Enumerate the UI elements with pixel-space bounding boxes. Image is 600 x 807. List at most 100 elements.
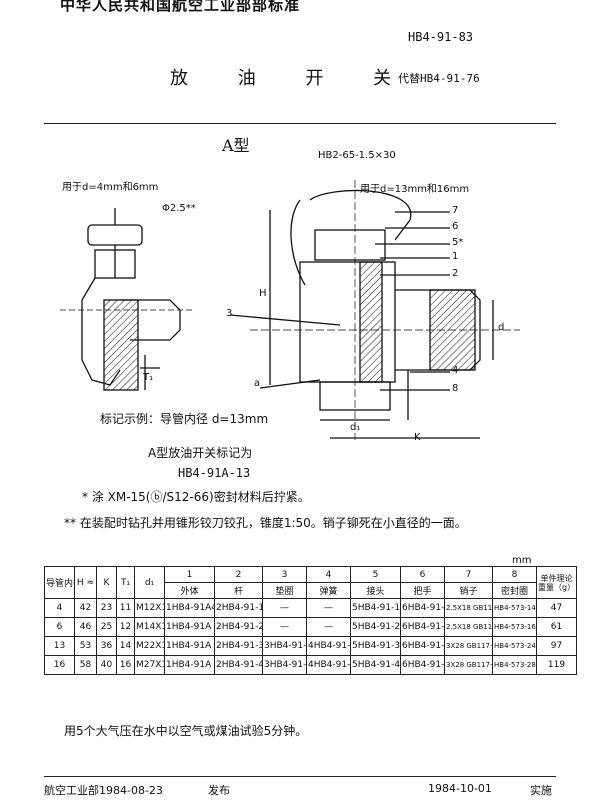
callout-2: 2 [452,268,459,279]
table-cell: — [262,598,307,618]
part-name: 垫圈 [262,582,307,599]
phi-dimension: Φ2.5** [162,203,196,214]
table-cell: 4 [44,598,75,618]
footer-issuer: 航空工业部1984-08-23 [44,784,163,797]
table-cell: 42 [74,598,97,618]
part-name: 杆 [214,582,263,599]
table-cell: 2HB4-91-3 [214,636,263,656]
mark-code: HB4-91A-13 [178,466,251,480]
table-cell: 2HB4-91-1 [214,598,263,618]
table-cell: 5HB4-91-4 [350,655,401,675]
dim-a: a [254,378,261,389]
table-cell: 5HB4-91-2 [350,617,401,637]
table-cell: 36 [96,636,117,656]
table-cell: 3X28 GB117-66 [444,636,493,656]
table-cell: HB4-573-28 [492,655,537,675]
type-label: A型 [222,136,250,155]
table-cell: 5HB4-91-1 [350,598,401,618]
table-cell: HB4-573-14 [492,598,537,618]
table-cell: 58 [74,655,97,675]
part-num: 5 [350,566,401,583]
table-cell: M14X1 [134,617,165,637]
table-cell: 2HB4-91-4 [214,655,263,675]
part-name: 外体 [164,582,215,599]
part-num: 2 [214,566,263,583]
callout-7: 7 [452,205,459,216]
table-cell: 53 [74,636,97,656]
table-cell: 4HB4-91-1 [306,636,351,656]
table-cell: 1HB4-91A4 [164,598,215,618]
table-cell: 1HB4-91A 16 [164,655,215,675]
footer-effective-date: 1984-10-01 [428,782,492,795]
dim-d1: d₁ [350,422,361,433]
table-cell: M12X1 [134,598,165,618]
table-cell: 119 [536,655,577,675]
dim-K: K [414,432,421,443]
document-title: 放 油 开 关 [170,68,414,89]
table-cell: 5HB4-91-3 [350,636,401,656]
part-name: 把手 [400,582,445,599]
table-cell: 61 [536,617,577,637]
header-H: H ≈ [74,566,97,599]
mark-title: A型放油开关标记为 [148,446,253,460]
table-cell: 1HB4-91A 6 [164,617,215,637]
table-cell: 11 [116,598,135,618]
callout-3: 3 [226,308,233,319]
part-num: 3 [262,566,307,583]
table-cell: 3HB4-91-1 [262,636,307,656]
small-valve-drawing [60,208,195,391]
part-num: 8 [492,566,537,583]
use-right-label: 用于d=13mm和16mm [360,184,470,195]
replaces-standard: 代替HB4-91-76 [398,72,480,85]
unit-label: mm [512,555,532,566]
dim-T1-left: T₁ [143,372,154,383]
callout-6: 6 [452,221,459,232]
table-cell: 47 [536,598,577,618]
header-d: 导管内径 d [44,566,75,599]
table-cell: 16 [44,655,75,675]
table-cell: 12 [116,617,135,637]
header-weight: 单件理论重量（g） [536,566,577,599]
table-cell: — [262,617,307,637]
table-cell: 3X28 GB117-66 [444,655,493,675]
table-cell: 40 [96,655,117,675]
table-cell: 16 [116,655,135,675]
header-K: K [96,566,117,599]
callout-4: 4 [452,365,459,376]
table-cell: HB4-573-24 [492,636,537,656]
table-cell: 2.5X18 GB117-66 [444,598,493,618]
part-name: 弹簧 [306,582,351,599]
callout-5: 5* [452,237,464,248]
table-cell: 14 [116,636,135,656]
footer-issued: 发布 [208,784,230,797]
header-d1: d₁ [134,566,165,599]
part-num: 4 [306,566,351,583]
table-cell: 25 [96,617,117,637]
table-cell: 3HB4-91-2 [262,655,307,675]
footer-rule [44,776,556,777]
standard-number: HB4-91-83 [408,30,474,44]
table-cell: — [306,598,351,618]
table-cell: 6HB4-91-1 [400,617,445,637]
use-left-label: 用于d=4mm和6mm [62,182,159,193]
table-cell: 13 [44,636,75,656]
part-num: 6 [400,566,445,583]
dim-H: H [259,288,267,299]
table-cell: 4HB4-91-1 [306,655,351,675]
table-cell: 97 [536,636,577,656]
test-note: 用5个大气压在水中以空气或煤油试验5分钟。 [64,724,308,738]
header-rule [44,123,556,124]
mark-example: 标记示例：导管内径 d=13mm [100,412,269,426]
part-name: 密封圈 [492,582,537,599]
note-1: * 涂 XM-15(ⓑ/S12-66)密封材料后拧紧。 [82,490,310,504]
table-cell: 23 [96,598,117,618]
table-cell: 6 [44,617,75,637]
footer-effective: 实施 [530,784,552,797]
dim-d: d [498,322,505,333]
table-cell: — [306,617,351,637]
issuing-organization: 中华人民共和国航空工业部部标准 [60,0,301,14]
large-valve-drawing [229,180,520,440]
table-cell: 2.5X18 GB117-66 [444,617,493,637]
